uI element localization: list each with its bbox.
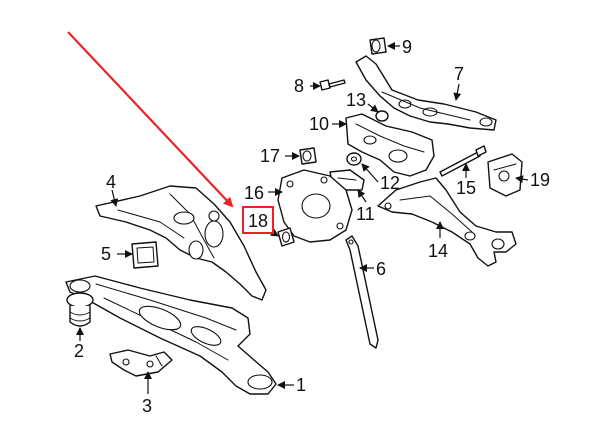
callout-2: 2 [74, 341, 84, 361]
part-5-plate [131, 241, 159, 269]
part-15-bolt [439, 145, 487, 177]
part-19-bracket [487, 153, 523, 197]
part-8-bolt [319, 79, 346, 91]
callout-1: 1 [296, 375, 306, 395]
callout-15: 15 [456, 178, 476, 198]
callout-10: 10 [309, 114, 329, 134]
callout-16: 16 [244, 183, 264, 203]
highlight-arrow [67, 31, 234, 208]
part-1-crossmember [65, 275, 277, 395]
part-6-strut [345, 235, 379, 349]
callout-6: 6 [376, 259, 386, 279]
callout-7: 7 [454, 64, 464, 84]
callout-11: 11 [356, 204, 375, 224]
callout-8: 8 [294, 76, 304, 96]
highlight-label: 18 [248, 211, 268, 231]
callout-13: 13 [346, 90, 366, 110]
callout-3: 3 [142, 396, 152, 416]
callout-19: 19 [530, 170, 550, 190]
callout-17: 17 [260, 146, 280, 166]
part-17-bushing [299, 147, 317, 165]
callout-5: 5 [101, 244, 111, 264]
part-13-nut [375, 110, 389, 122]
part-9-bushing [369, 37, 387, 55]
part-18-bushing [277, 227, 295, 247]
part-7-control-arm [355, 55, 497, 131]
callout-4: 4 [106, 172, 116, 192]
part-10-bracket [345, 113, 435, 177]
part-16-plate [277, 169, 353, 243]
part-12-washer [346, 152, 362, 166]
leader-lines [76, 42, 529, 394]
part-2-mount [66, 292, 94, 327]
callout-14: 14 [428, 241, 448, 261]
callout-labels: 1 2 3 4 5 6 7 8 9 10 11 12 13 14 15 16 1… [74, 37, 550, 416]
callout-9: 9 [402, 37, 412, 57]
part-3-bracket [109, 349, 173, 377]
highlight-box [242, 206, 274, 234]
part-4-subframe [95, 185, 267, 301]
callout-12: 12 [380, 173, 400, 193]
